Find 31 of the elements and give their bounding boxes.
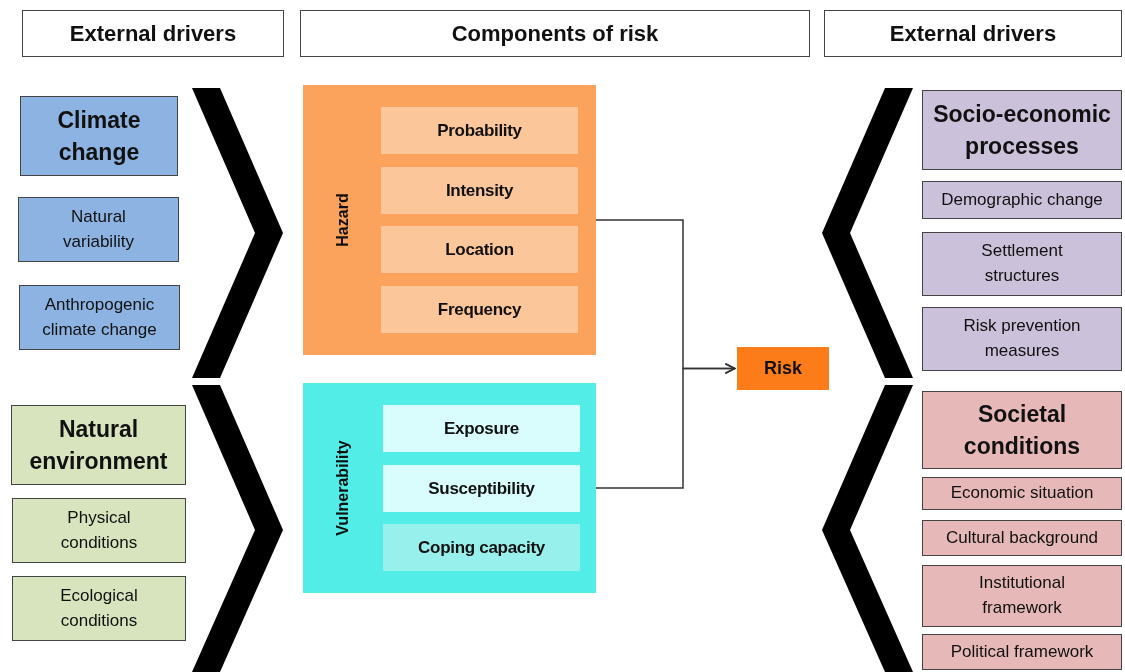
factor-box: Anthropogenic climate change	[19, 285, 180, 350]
component-box: Location	[381, 226, 578, 273]
component-box: Susceptibility	[383, 465, 580, 512]
factor-box: Institutional framework	[922, 565, 1122, 627]
factor-box: Ecological conditions	[12, 576, 186, 641]
factor-box: Economic situation	[922, 477, 1122, 510]
category-box: Socio-economic processes	[922, 90, 1122, 170]
factor-box: Physical conditions	[12, 498, 186, 563]
component-box: Intensity	[381, 167, 578, 214]
connector-arrow	[595, 362, 736, 489]
group-label: Vulnerability	[334, 440, 352, 536]
group-label: Hazard	[334, 193, 352, 247]
risk-box: Risk	[737, 347, 829, 390]
category-box: Societal conditions	[922, 391, 1122, 469]
factor-box: Political framework	[922, 634, 1122, 670]
factor-box: Demographic change	[922, 181, 1122, 219]
component-box: Frequency	[381, 286, 578, 333]
factor-box: Natural variability	[18, 197, 179, 262]
factor-box: Risk prevention measures	[922, 307, 1122, 371]
component-panel	[303, 383, 596, 593]
component-box: Coping capacity	[383, 524, 580, 571]
category-box: Natural environment	[11, 405, 186, 485]
column-header: Components of risk	[300, 10, 810, 57]
component-box: Exposure	[383, 405, 580, 452]
factor-box: Cultural background	[922, 520, 1122, 556]
factor-box: Settlement structures	[922, 232, 1122, 296]
category-box: Climate change	[20, 96, 178, 176]
component-panel	[303, 85, 596, 355]
column-header: External drivers	[824, 10, 1122, 57]
component-box: Probability	[381, 107, 578, 154]
column-header: External drivers	[22, 10, 284, 57]
